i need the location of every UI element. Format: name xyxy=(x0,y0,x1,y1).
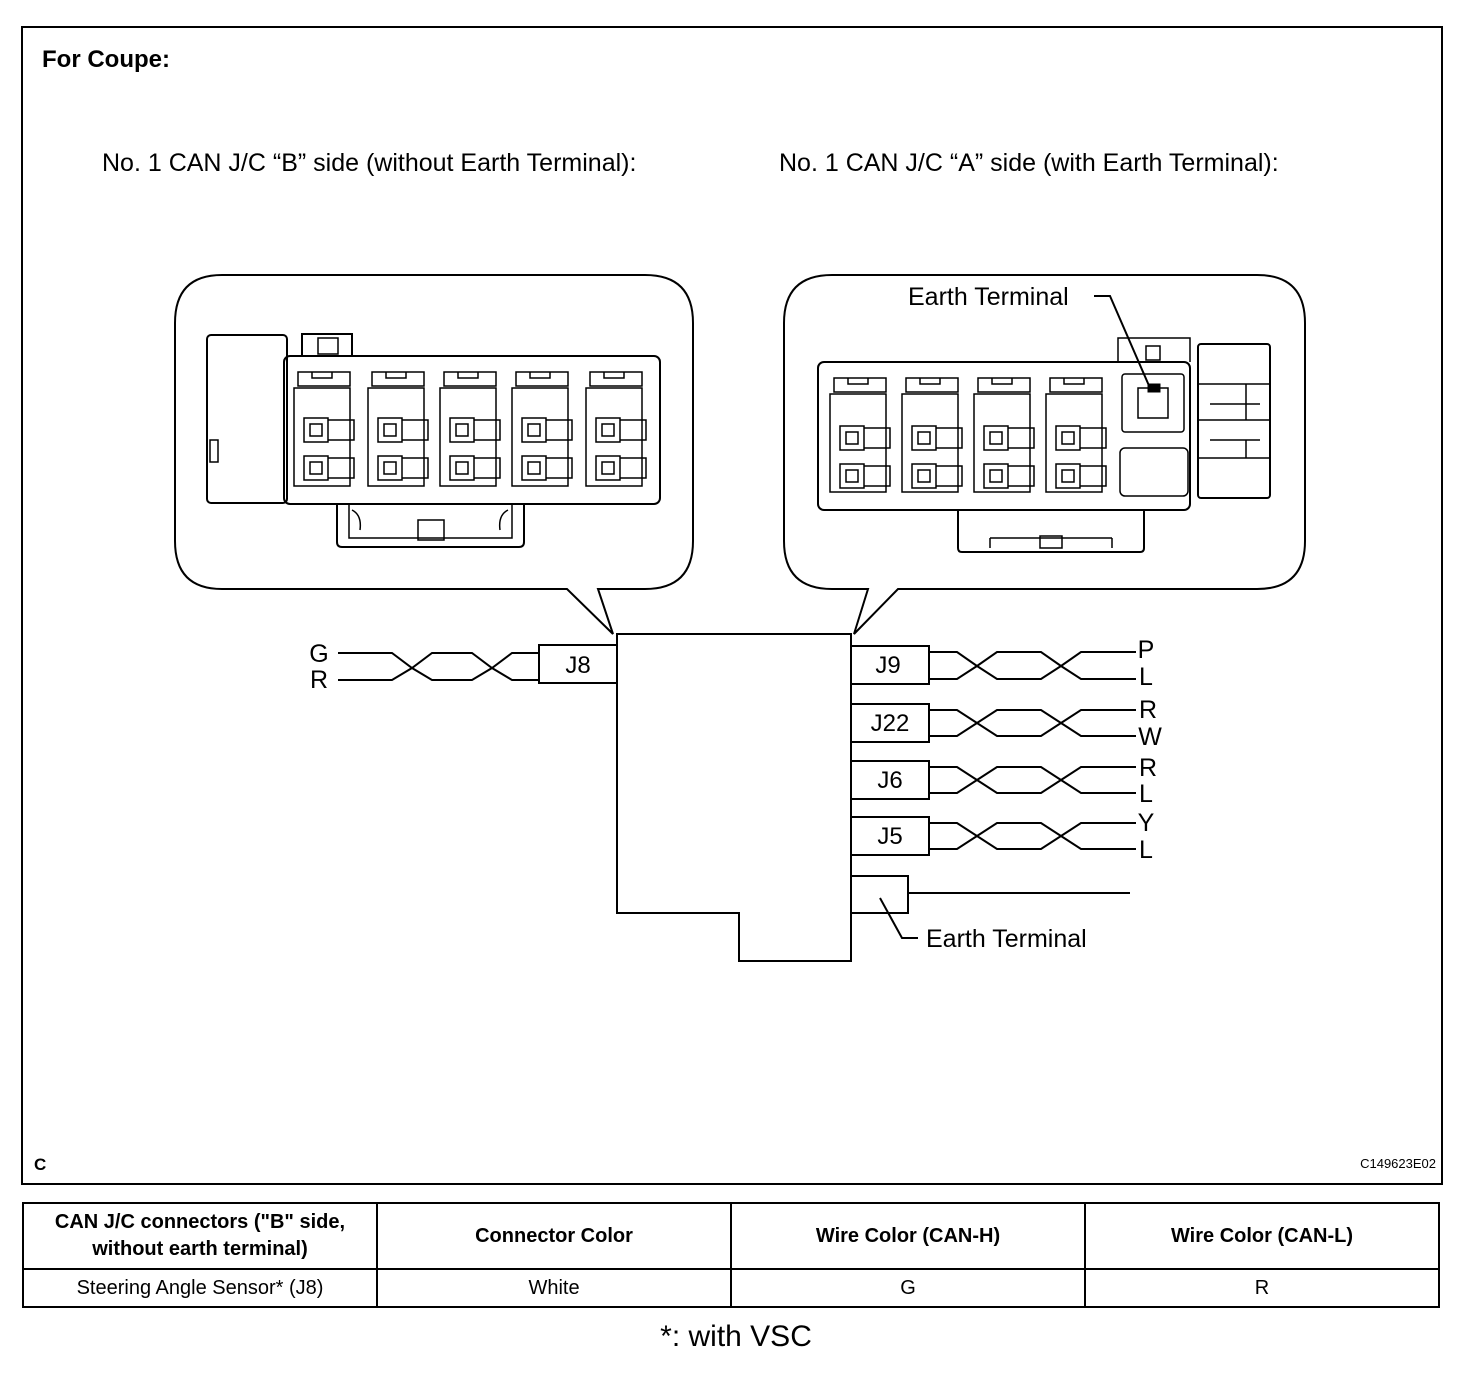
earth-terminal-connector xyxy=(850,875,1130,939)
wire-j22-top: R xyxy=(1139,696,1157,724)
connector-j8: J8 G R xyxy=(309,640,618,694)
terminal-slot xyxy=(1045,377,1107,493)
label-b-side: No. 1 CAN J/C “B” side (without Earth Te… xyxy=(102,149,636,177)
label-a-side: No. 1 CAN J/C “A” side (with Earth Termi… xyxy=(779,149,1279,177)
connector-j8-label: J8 xyxy=(565,652,590,679)
b-side-connector-face xyxy=(206,333,661,548)
table-cell: G xyxy=(730,1268,1086,1308)
table-cell: White xyxy=(376,1268,732,1308)
footnote: *: with VSC xyxy=(660,1320,812,1353)
a-side-connector-face xyxy=(817,337,1271,553)
connector-table-wrap: CAN J/C connectors ("B" side, without ea… xyxy=(22,1202,1440,1308)
earth-terminal-label-top: Earth Terminal xyxy=(908,283,1069,311)
table-cell: R xyxy=(1084,1268,1440,1308)
terminal-slot xyxy=(973,377,1035,493)
table-header-cell: Wire Color (CAN-L) xyxy=(1084,1202,1440,1270)
table-cell: Steering Angle Sensor* (J8) xyxy=(22,1268,378,1308)
figure-heading: For Coupe: xyxy=(42,46,170,73)
wire-j8-bottom: R xyxy=(310,666,328,694)
can-jc-body xyxy=(616,633,852,962)
connector-j5: J5 Y L xyxy=(850,809,1155,864)
terminal-slot xyxy=(829,377,891,493)
table-header-cell: Connector Color xyxy=(376,1202,732,1270)
wire-j9-bottom: L xyxy=(1139,663,1153,691)
terminal-slot xyxy=(367,371,429,487)
connector-j22: J22 R W xyxy=(850,696,1162,751)
connector-j9: J9 P L xyxy=(850,636,1155,691)
table-row: Steering Angle Sensor* (J8) White G R xyxy=(22,1268,1440,1308)
wire-j6-bottom: L xyxy=(1139,780,1153,808)
can-jc-connector-diagram: For Coupe: No. 1 CAN J/C “B” side (witho… xyxy=(21,26,1443,1185)
b-side-callout xyxy=(174,274,694,635)
connector-j5-label: J5 xyxy=(877,823,902,850)
wire-j22-bottom: W xyxy=(1138,723,1162,751)
terminal-slot xyxy=(439,371,501,487)
connector-j6: J6 R L xyxy=(850,754,1157,808)
terminal-slot xyxy=(293,371,355,487)
wire-j5-top: Y xyxy=(1138,809,1155,837)
connector-j22-label: J22 xyxy=(871,710,910,737)
wire-j8-top: G xyxy=(309,640,328,668)
table-header-cell: Wire Color (CAN-H) xyxy=(730,1202,1086,1270)
wire-j6-top: R xyxy=(1139,754,1157,782)
connector-j6-label: J6 xyxy=(877,767,902,794)
earth-terminal-label-bottom: Earth Terminal xyxy=(926,925,1087,953)
a-side-callout xyxy=(783,274,1306,635)
earth-terminal-leader-top xyxy=(1094,295,1151,389)
figure-code: C149623E02 xyxy=(1360,1156,1436,1171)
terminal-slot xyxy=(511,371,573,487)
wire-j9-top: P xyxy=(1138,636,1155,664)
table-header-cell: CAN J/C connectors ("B" side, without ea… xyxy=(22,1202,378,1270)
connector-j9-label: J9 xyxy=(875,652,900,679)
wire-j5-bottom: L xyxy=(1139,836,1153,864)
table-header-row: CAN J/C connectors ("B" side, without ea… xyxy=(22,1202,1440,1270)
connector-table: CAN J/C connectors ("B" side, without ea… xyxy=(22,1202,1440,1308)
terminal-slot xyxy=(585,371,647,487)
terminal-slot xyxy=(901,377,963,493)
figure-frame xyxy=(21,26,1443,1185)
corner-letter: C xyxy=(34,1155,46,1174)
